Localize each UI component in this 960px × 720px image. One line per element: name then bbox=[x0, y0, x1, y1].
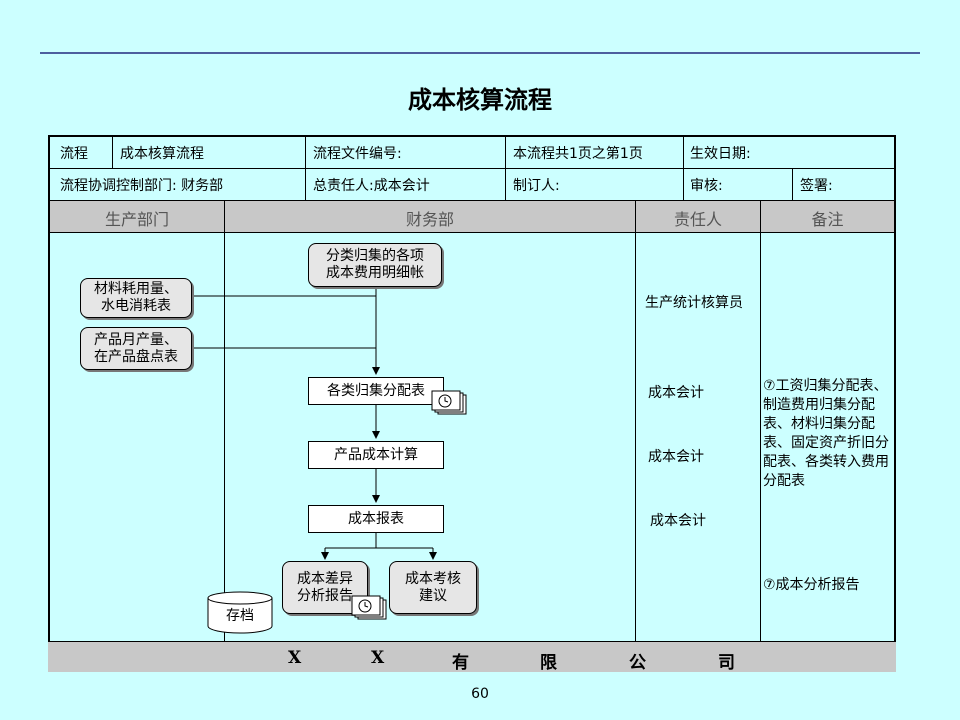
page-number: 60 bbox=[471, 686, 489, 702]
footer-char: X bbox=[288, 648, 302, 668]
divider bbox=[50, 200, 894, 201]
role-cost-accountant: 成本会计 bbox=[648, 385, 704, 401]
node-material-consumption[interactable]: 材料耗用量、 水电消耗表 bbox=[80, 278, 192, 318]
divider bbox=[50, 232, 894, 233]
info-doc-number: 流程文件编号: bbox=[313, 145, 402, 162]
footer-char: X bbox=[371, 648, 385, 668]
info-sign: 签署: bbox=[800, 177, 833, 194]
role-cost-accountant: 成本会计 bbox=[650, 513, 706, 529]
node-product-cost-calc[interactable]: 产品成本计算 bbox=[308, 441, 444, 469]
lane-divider bbox=[760, 201, 761, 641]
archive-cylinder-icon bbox=[207, 591, 273, 634]
node-allocation-tables[interactable]: 各类归集分配表 bbox=[308, 377, 444, 405]
column-header-production: 生产部门 bbox=[104, 210, 169, 229]
node-cost-report[interactable]: 成本报表 bbox=[308, 505, 444, 533]
remark-analysis-report: ⑦成本分析报告 bbox=[763, 577, 860, 593]
node-archive-label[interactable]: 存档 bbox=[226, 607, 254, 624]
column-header-responsible: 责任人 bbox=[673, 210, 722, 229]
info-page-count: 本流程共1页之第1页 bbox=[513, 145, 643, 162]
info-process-name: 成本核算流程 bbox=[120, 145, 204, 162]
footer-char: 限 bbox=[540, 653, 557, 673]
divider bbox=[305, 137, 306, 200]
column-header-finance: 财务部 bbox=[405, 210, 454, 229]
top-rule bbox=[40, 52, 920, 54]
remark-allocation-tables: ⑦工资归集分配表、制造费用归集分配表、材料归集分配表、固定资产折旧分配表、各类转… bbox=[763, 378, 889, 489]
divider bbox=[50, 168, 894, 169]
info-effective-date: 生效日期: bbox=[690, 145, 751, 162]
page-title: 成本核算流程 bbox=[408, 86, 552, 114]
divider bbox=[683, 137, 684, 200]
column-header-band bbox=[50, 201, 894, 232]
node-cost-detail-ledger[interactable]: 分类归集的各项 成本费用明细帐 bbox=[308, 243, 442, 287]
footer-char: 有 bbox=[452, 653, 469, 673]
role-cost-accountant: 成本会计 bbox=[648, 449, 704, 465]
lane-divider bbox=[635, 201, 636, 641]
document-stack-icon bbox=[431, 390, 467, 415]
node-assessment-advice[interactable]: 成本考核 建议 bbox=[389, 561, 477, 614]
info-label-process: 流程 bbox=[60, 145, 88, 162]
footer-char: 公 bbox=[629, 653, 646, 673]
info-author: 制订人: bbox=[513, 177, 560, 194]
divider bbox=[505, 137, 506, 200]
lane-divider bbox=[224, 201, 225, 641]
divider bbox=[792, 169, 793, 200]
divider bbox=[112, 137, 113, 168]
footer-char: 司 bbox=[718, 653, 735, 673]
node-product-output[interactable]: 产品月产量、 在产品盘点表 bbox=[80, 327, 192, 370]
document-stack-icon bbox=[351, 595, 387, 620]
company-footer: X X 有 限 公 司 bbox=[48, 641, 896, 673]
role-production-accountant: 生产统计核算员 bbox=[645, 295, 743, 311]
column-header-remarks: 备注 bbox=[811, 210, 844, 229]
info-coord-dept: 流程协调控制部门: 财务部 bbox=[60, 177, 224, 194]
info-owner: 总责任人:成本会计 bbox=[313, 177, 430, 194]
info-review: 审核: bbox=[690, 177, 723, 194]
